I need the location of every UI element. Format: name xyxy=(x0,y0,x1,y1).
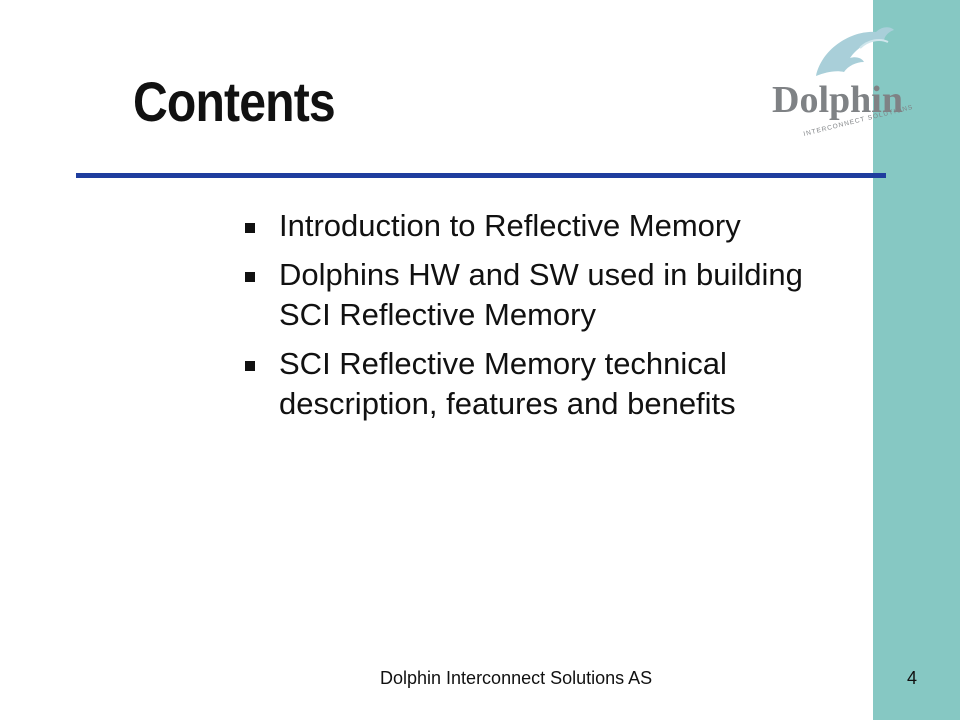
bullet-text: Introduction to Reflective Memory xyxy=(279,208,741,243)
bullet-list: Introduction to Reflective Memory Dolphi… xyxy=(243,206,863,433)
bullet-item: Dolphins HW and SW used in building SCI … xyxy=(243,255,863,335)
slide-title: Contents xyxy=(133,70,336,133)
dolphin-logo: Dolphin INTERCONNECT SOLUTIONS xyxy=(772,27,914,138)
side-band xyxy=(873,0,960,720)
bullet-item: SCI Reflective Memory technical descript… xyxy=(243,344,863,424)
bullet-text: SCI Reflective Memory technical descript… xyxy=(279,346,736,421)
dolphin-icon xyxy=(816,27,894,76)
bullet-item: Introduction to Reflective Memory xyxy=(243,206,863,246)
footer-text: Dolphin Interconnect Solutions AS xyxy=(380,668,653,688)
logo-wordmark: Dolphin xyxy=(772,79,903,121)
page-number: 4 xyxy=(907,668,918,688)
bullet-square-icon xyxy=(245,223,255,233)
bullet-square-icon xyxy=(245,272,255,282)
bullet-square-icon xyxy=(245,361,255,371)
title-divider xyxy=(76,173,886,178)
bullet-text: Dolphins HW and SW used in building SCI … xyxy=(279,257,803,332)
